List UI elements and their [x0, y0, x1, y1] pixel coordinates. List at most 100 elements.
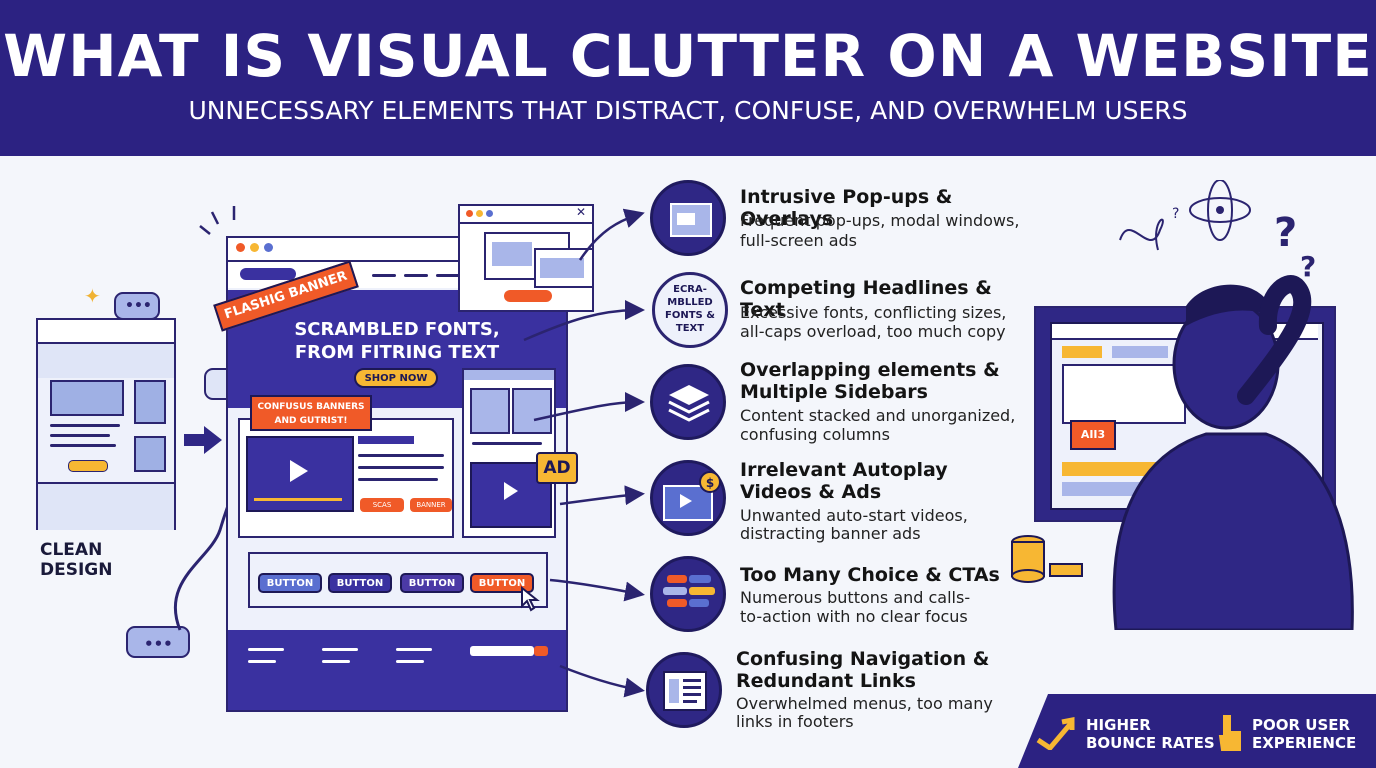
item-title-navigation: Confusing Navigation & — [736, 648, 990, 670]
search-icon[interactable] — [534, 646, 548, 656]
poor-ux-label: POOR USER EXPERIENCE — [1252, 716, 1356, 752]
footer-link[interactable] — [396, 648, 432, 651]
scrambled-line-3: FONTS & — [665, 310, 715, 321]
popup-overlay-icon — [650, 180, 726, 256]
confusing-banner-line-1: CONFUSUS BANNERS — [257, 402, 365, 412]
mockup-cta — [68, 460, 108, 472]
item-desc-ctas-1: Numerous buttons and calls- — [740, 588, 971, 607]
mockup-topbar — [38, 320, 174, 344]
footer-link[interactable] — [322, 660, 350, 663]
popup-cta[interactable] — [504, 290, 552, 302]
item-desc-overlapping-2: confusing columns — [740, 425, 890, 444]
trend-up-icon — [1036, 716, 1075, 750]
item-title-overlapping-2: Multiple Sidebars — [740, 381, 928, 403]
item-title-headlines: Competing Headlines & Text — [740, 277, 992, 321]
footer-link[interactable] — [248, 648, 284, 651]
play-icon[interactable] — [288, 458, 310, 484]
nav-link — [372, 274, 396, 277]
footer-link[interactable] — [322, 648, 358, 651]
coins-icon — [1011, 535, 1083, 583]
image-placeholder-icon — [512, 388, 552, 434]
ux-line-1: POOR USER — [1252, 716, 1351, 734]
sparkle-icon: ✦ — [84, 284, 101, 308]
text-line — [50, 434, 110, 437]
cta-button-1[interactable]: BUTTON — [258, 573, 322, 593]
mockup-side-image — [134, 436, 166, 472]
item-desc-headlines-2: all-caps overload, too much copy — [740, 322, 1006, 341]
ux-line-2: EXPERIENCE — [1252, 734, 1357, 752]
item-desc-headlines-1: Excessive fonts, conflicting sizes, — [740, 303, 1007, 322]
screen-header-bar — [1062, 346, 1102, 358]
item-title-overlapping: Overlapping elements & — [740, 359, 1000, 381]
video-ad-icon: $ — [650, 460, 726, 536]
cluttered-site-mockup: SCRAMBLED FONTS, FROM FITRING TEXT SHOP … — [226, 236, 568, 712]
footer-link[interactable] — [248, 660, 276, 663]
attention-lines-icon — [199, 206, 236, 235]
play-icon[interactable] — [502, 480, 520, 502]
confused-user — [1112, 275, 1354, 630]
confusion-doodles-icon: ? ? ? — [1119, 180, 1316, 283]
svg-text:?: ? — [1274, 210, 1297, 256]
item-desc-popups-1: Frequent pop-ups, modal windows, — [740, 211, 1020, 230]
scrambled-line-2: MBLLED — [667, 297, 713, 308]
cursor-icon — [521, 586, 540, 612]
mini-tag[interactable]: SCAS — [360, 498, 404, 512]
nested-popup — [534, 248, 594, 288]
ad-badge: AD — [536, 452, 578, 484]
item-desc-autoplay-2: distracting banner ads — [740, 524, 921, 543]
item-title-navigation-2: Redundant Links — [736, 670, 916, 692]
progress-bar — [254, 498, 342, 501]
item-desc-autoplay-1: Unwanted auto-start videos, — [740, 506, 968, 525]
buttons-icon — [650, 556, 726, 632]
item-title-popups: Intrusive Pop-ups & Overlays — [740, 186, 953, 230]
navigation-menu-icon — [646, 652, 722, 728]
clean-design-mockup — [36, 318, 176, 530]
mockup-side-image — [134, 380, 166, 424]
item-title-ctas: Too Many Choice & CTAs — [740, 564, 1000, 586]
text-line — [358, 466, 444, 469]
chat-bubble-icon: ••• — [114, 292, 160, 320]
item-desc-overlapping-1: Content stacked and unorganized, — [740, 406, 1016, 425]
pointer-hand-icon — [1218, 715, 1241, 751]
cta-button-3[interactable]: BUTTON — [400, 573, 464, 593]
mockup-footer — [38, 482, 174, 530]
svg-text:?: ? — [1172, 206, 1179, 222]
chat-bubble-icon: ••• — [126, 626, 190, 658]
nav-link — [436, 274, 464, 277]
scrambled-line-1: ECRA- — [673, 284, 707, 295]
item-title-autoplay-2: Videos & Ads — [740, 481, 882, 503]
item-desc-ctas-2: to-action with no clear focus — [740, 607, 968, 626]
bounce-line-2: BOUNCE RATES — [1086, 734, 1215, 752]
connector-arrows — [523, 208, 645, 698]
cta-button-2[interactable]: BUTTON — [328, 573, 392, 593]
mini-tag[interactable]: BANNER — [410, 498, 452, 512]
screen-ad: AII3 — [1070, 420, 1116, 450]
item-desc-navigation-2: links in footers — [736, 712, 854, 731]
text-line — [358, 478, 438, 481]
nested-popup-image — [540, 258, 584, 278]
item-title-autoplay: Irrelevant Autoplay — [740, 459, 948, 481]
footer-search-input[interactable] — [470, 646, 534, 656]
nav-link — [404, 274, 428, 277]
page-subtitle: UNNECESSARY ELEMENTS THAT DISTRACT, CONF… — [188, 96, 1188, 125]
cta-button-4[interactable]: BUTTON — [470, 573, 534, 593]
popup-topbar: ✕ — [460, 205, 592, 224]
mockup-image — [50, 380, 124, 416]
bounce-line-1: HIGHER — [1086, 716, 1151, 734]
screen-header-bar — [1112, 346, 1168, 358]
bounce-rates-label: HIGHER BOUNCE RATES — [1086, 716, 1215, 752]
hero-text: SCRAMBLED FONTS, FROM FITRING TEXT — [272, 318, 522, 364]
item-desc-popups-2: full-screen ads — [740, 231, 858, 250]
hero-line-1: SCRAMBLED FONTS, — [294, 319, 500, 340]
confusing-banner-line-2: AND GUTRIST! — [274, 416, 348, 426]
popup-window: ✕ — [458, 204, 594, 312]
logo-pill — [240, 268, 296, 280]
close-icon[interactable]: ✕ — [575, 205, 586, 219]
video-player[interactable] — [246, 436, 354, 512]
ad-video[interactable] — [470, 462, 552, 528]
text-line — [358, 454, 444, 457]
text-line — [472, 442, 542, 445]
svg-text:?: ? — [1300, 250, 1316, 283]
footer-link[interactable] — [396, 660, 424, 663]
shop-now-button[interactable]: SHOP NOW — [354, 368, 438, 388]
